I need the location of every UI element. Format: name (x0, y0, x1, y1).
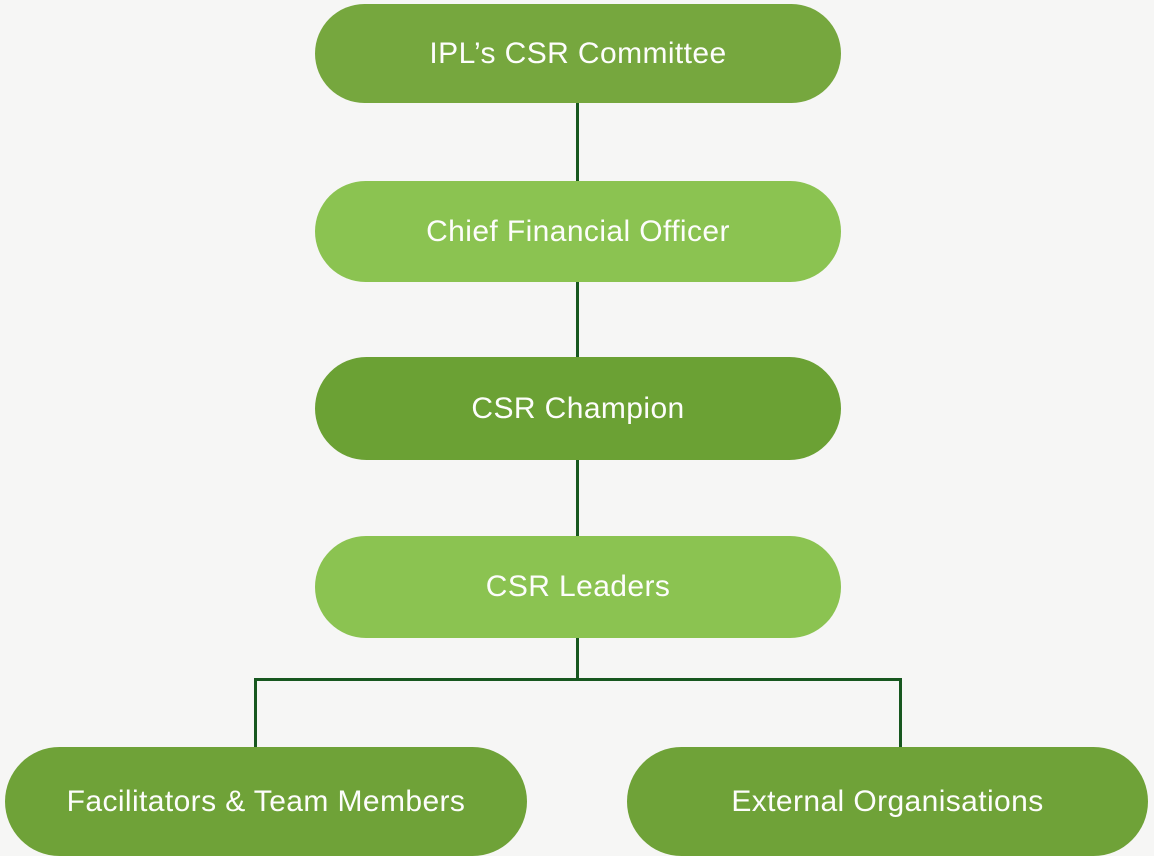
org-node-chief-financial-officer: Chief Financial Officer (315, 181, 841, 282)
org-node-ipl-csr-committee: IPL’s CSR Committee (315, 4, 841, 103)
org-node-csr-champion: CSR Champion (315, 357, 841, 460)
org-node-csr-leaders: CSR Leaders (315, 536, 841, 638)
org-node-facilitators-team-members: Facilitators & Team Members (5, 747, 527, 856)
org-node-external-organisations: External Organisations (627, 747, 1148, 856)
connector-to-facilitators (254, 680, 257, 748)
connector-branch-bar (254, 678, 902, 681)
connector-champion-to-leaders (576, 459, 579, 537)
connector-cfo-to-champion (576, 281, 579, 358)
connector-to-external-orgs (899, 680, 902, 748)
connector-leaders-stem (576, 637, 579, 680)
connector-committee-to-cfo (576, 102, 579, 182)
